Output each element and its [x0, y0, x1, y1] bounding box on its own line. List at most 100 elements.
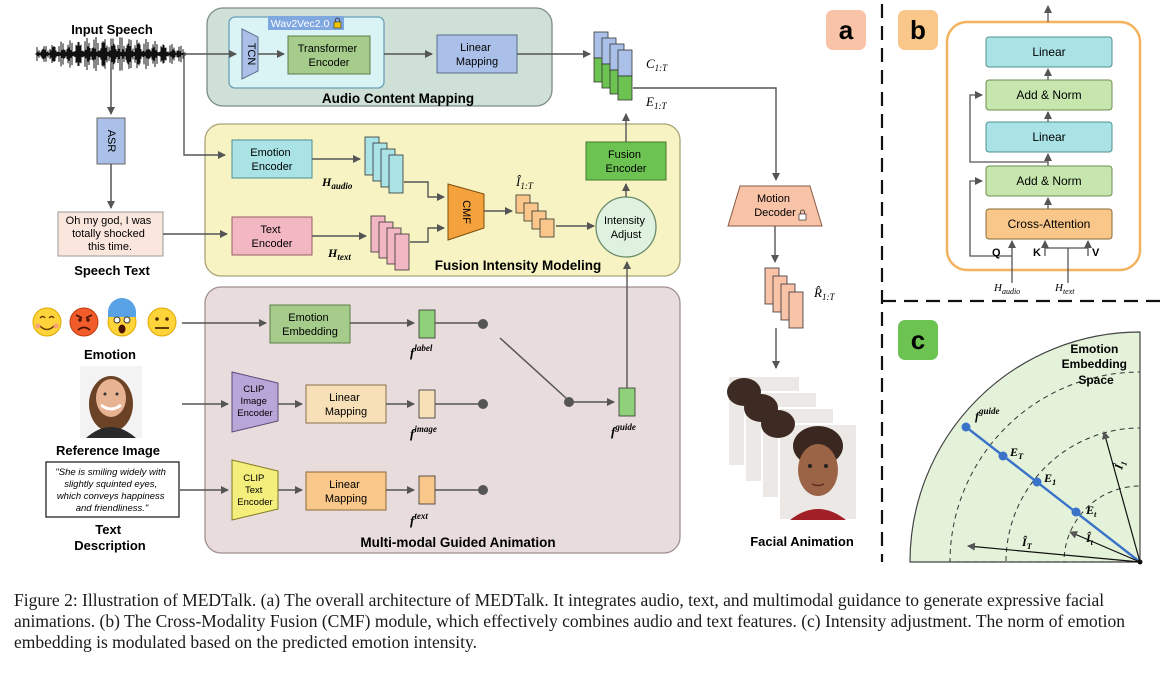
f-text-label: ftext — [410, 511, 428, 528]
cmf-block — [447, 183, 485, 241]
audio-mapping-title: Audio Content Mapping — [322, 91, 474, 106]
text-description-label: Text Description — [74, 522, 146, 553]
transformer-encoder-block — [287, 35, 371, 75]
c-i-t-label: Ît — [1085, 531, 1094, 547]
clip-text-encoder-label: CLIP Text Encoder — [237, 473, 272, 508]
c-i-1-label: Î1 — [1111, 459, 1129, 473]
motion-decoder-block — [727, 185, 823, 227]
fusion-encoder-label: Fusion Encoder — [606, 149, 647, 175]
angry-emoji-icon — [69, 307, 99, 337]
reference-image — [80, 366, 142, 438]
intensity-adjust-label: Intensity Adjust — [604, 215, 648, 241]
c-e-feature-stack — [593, 31, 633, 101]
clip-text-encoder-block — [231, 459, 279, 521]
speech-text-quote: Oh my god, I was totally shocked this ti… — [66, 215, 155, 253]
e-T-point — [998, 451, 1008, 461]
neutral-emoji-icon — [147, 307, 177, 337]
emotion-encoder-label: Emotion Encoder — [250, 147, 293, 173]
fusion-title: Fusion Intensity Modeling — [435, 258, 602, 273]
h-audio-label: Haudio — [321, 175, 353, 191]
audio-linear-mapping-block — [436, 34, 518, 74]
asr-block — [96, 117, 126, 165]
audio-linear-mapping-label: Linear Mapping — [456, 42, 498, 68]
medtalk-figure: Input Speech ASR Oh my god, I was totall… — [32, 4, 1166, 565]
f-text-vector — [418, 475, 436, 505]
waveform-trace — [35, 36, 186, 72]
e-label: E1:T — [645, 94, 667, 111]
c-e-1-label: E1 — [1043, 471, 1056, 487]
emotion-embedding-block — [269, 304, 351, 344]
b-q-label: Q — [992, 247, 1001, 259]
c-f-guide-label: fguide — [975, 406, 1000, 423]
f-label-vector — [418, 309, 436, 339]
b-linear-mid-label: Linear — [1032, 130, 1065, 144]
b-linear-top — [985, 36, 1113, 68]
switch-node-label — [478, 319, 488, 329]
e-t-point — [1071, 507, 1081, 517]
b-add-norm-bottom — [985, 165, 1113, 197]
panel-a-letter: a — [839, 15, 854, 45]
c-label: C1:T — [646, 56, 668, 73]
b-cross-attention-label: Cross-Attention — [1008, 217, 1091, 231]
tcn-label: TCN — [245, 43, 257, 66]
panel-c-badge — [898, 320, 938, 360]
lock-icon — [798, 209, 807, 221]
h-text-label: Htext — [327, 246, 351, 262]
r-hat-stack — [764, 267, 804, 329]
b-add-norm-top — [985, 79, 1113, 111]
f-label-label: flabel — [410, 343, 433, 360]
asr-label: ASR — [105, 130, 117, 153]
b-h-text-label: Htext — [1054, 282, 1075, 296]
c-e-t-label: Et — [1085, 503, 1097, 519]
switch-node-image — [478, 399, 488, 409]
b-cross-attention — [985, 208, 1113, 240]
h-text-stack — [370, 215, 410, 271]
i-hat-label: Î1:T — [515, 174, 534, 191]
f-guide-point — [961, 422, 971, 432]
cmf-label: CMF — [460, 200, 472, 224]
text-description-quote: "She is smiling widely with slightly squ… — [55, 467, 168, 514]
facial-animation-frames — [727, 375, 858, 521]
input-speech-label: Input Speech — [71, 22, 153, 37]
text-description-box — [45, 461, 180, 518]
text-linear-mapping-block — [305, 471, 387, 511]
panel-c-letter: c — [911, 325, 925, 355]
wav2vec-label: Wav2Vec2.0 — [271, 18, 330, 30]
f-image-vector — [418, 389, 436, 419]
b-add-norm-bottom-label: Add & Norm — [1016, 174, 1081, 188]
embedding-space-quadrant — [909, 331, 1141, 563]
image-linear-mapping-block — [305, 384, 387, 424]
guided-title: Multi-modal Guided Animation — [360, 535, 555, 550]
speech-text-box — [57, 211, 164, 257]
i-hat-stack — [515, 194, 555, 238]
panel-b-badge — [898, 10, 938, 50]
reference-image-label: Reference Image — [56, 443, 160, 458]
f-guide-vector — [618, 387, 636, 417]
wav2vec-tag — [268, 16, 344, 30]
figure-caption: Figure 2: Illustration of MEDTalk. (a) T… — [14, 590, 1126, 652]
h-audio-stack — [364, 136, 404, 194]
text-encoder-label: Text Encoder — [252, 224, 293, 250]
transformer-encoder-label: Transformer Encoder — [298, 43, 361, 69]
speech-waveform — [35, 36, 186, 72]
embedding-space-title: Emotion Embedding Space — [1062, 342, 1131, 387]
emoji-row — [32, 298, 177, 337]
text-encoder-block — [231, 216, 313, 256]
clip-image-encoder-label: CLIP Image Encoder — [237, 384, 272, 419]
lock-icon — [333, 17, 342, 29]
emotion-encoder-block — [231, 139, 313, 179]
speech-text-label: Speech Text — [74, 263, 150, 278]
cmf-module-frame — [945, 20, 1142, 272]
panel-b-letter: b — [910, 15, 926, 45]
clip-image-encoder-block — [231, 371, 279, 433]
emotion-embedding-label: Emotion Embedding — [282, 312, 338, 338]
b-h-audio-label: Haudio — [993, 282, 1020, 296]
c-e-T-label: ET — [1009, 445, 1024, 461]
motion-decoder-label: Motion Decoder — [754, 193, 796, 219]
smile-emoji-icon — [32, 307, 62, 337]
image-linear-mapping-label: Linear Mapping — [325, 392, 367, 418]
intensity-adjust-node — [595, 196, 657, 258]
facial-animation-label: Facial Animation — [750, 534, 854, 549]
text-linear-mapping-label: Linear Mapping — [325, 479, 367, 505]
b-k-label: K — [1033, 247, 1041, 259]
